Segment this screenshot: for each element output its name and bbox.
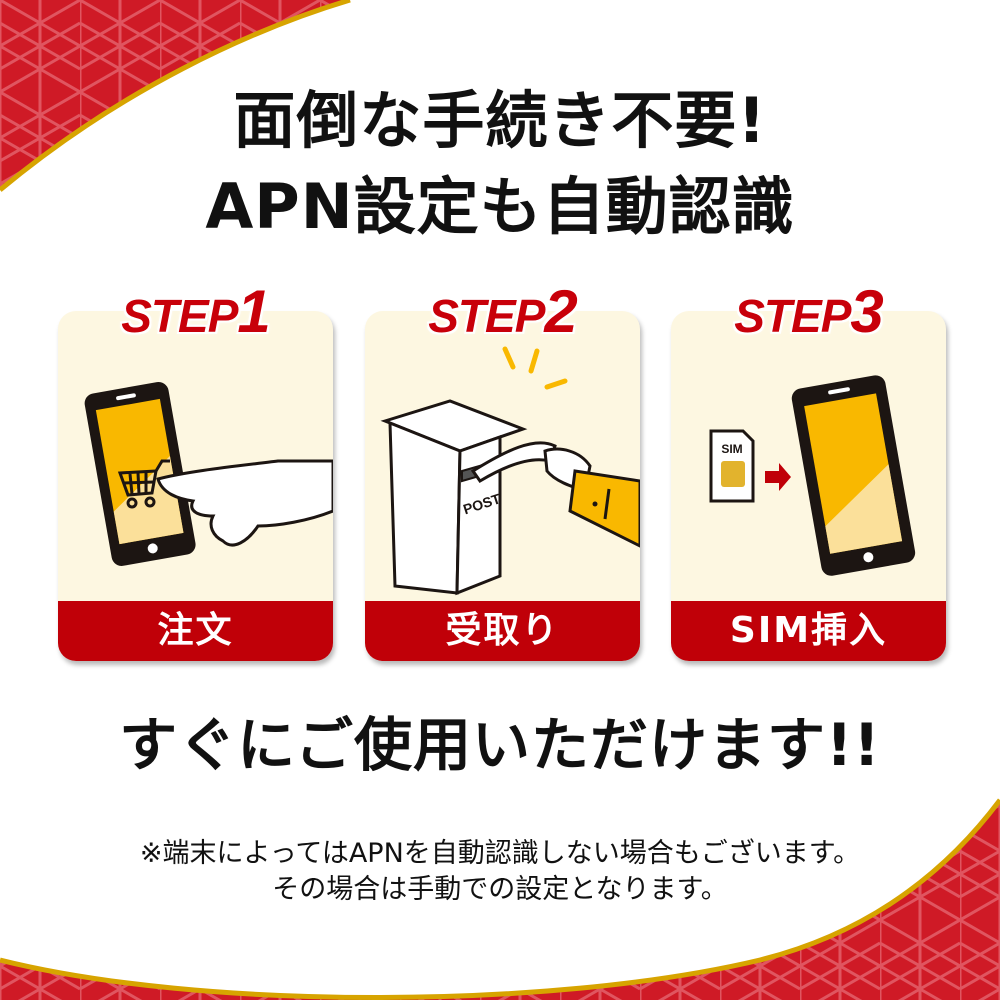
step-1-number: 1 <box>237 278 270 345</box>
headline-line-2: APN設定も自動認識 <box>205 170 795 243</box>
step-3-card: SIM SIM挿入 <box>671 311 946 661</box>
headline-line-1: 面倒な手続き不要! <box>233 84 767 157</box>
step-1-card: 注文 <box>58 311 333 661</box>
step-2-label: STEP2 <box>365 282 640 346</box>
post-box-icon: POST <box>380 346 640 596</box>
sim-insert-icon: SIM <box>709 375 916 576</box>
bottom-right-gold-line <box>0 798 1000 1000</box>
step-2-label-text: STEP <box>428 290 545 342</box>
step-3-number: 3 <box>850 278 883 345</box>
note-line-1: ※端末によってはAPNを自動認識しない場合もございます。 <box>139 838 861 869</box>
smartphone-shopping-cart-icon <box>84 382 333 566</box>
step-2-number: 2 <box>544 278 577 345</box>
step-2-card: POST 受取り <box>365 311 640 661</box>
call-to-action-text: すぐにご使用いただけます!! <box>119 711 881 779</box>
note-line-2: その場合は手動での設定となります。 <box>272 874 728 905</box>
top-left-pattern <box>0 0 350 190</box>
step-2-caption: 受取り <box>365 601 640 661</box>
step-3-caption: SIM挿入 <box>671 601 946 661</box>
step-1-label-text: STEP <box>121 290 238 342</box>
step-3-label-text: STEP <box>734 290 851 342</box>
step-1-label: STEP1 <box>58 282 333 346</box>
step-1-caption: 注文 <box>58 601 333 661</box>
sim-text: SIM <box>721 442 742 456</box>
top-left-gold-line <box>0 0 351 192</box>
step-3-label: STEP3 <box>671 282 946 346</box>
